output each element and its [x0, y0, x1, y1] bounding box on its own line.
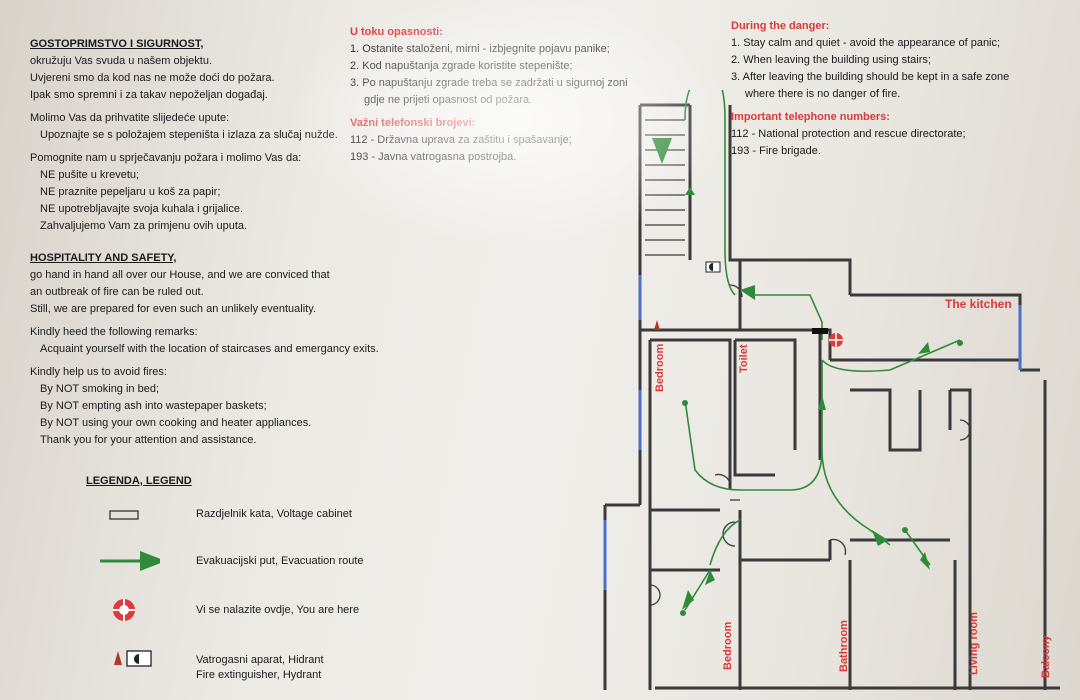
croatian-help-item-3: NE upotrebljavajte svoja kuhala i grijal… — [40, 203, 243, 215]
evacuation-routes — [684, 90, 961, 611]
english-intro-3: Still, we are prepared for even such an … — [30, 303, 316, 315]
plan-hydrant — [705, 261, 721, 273]
english-help-item-3: By NOT using your own cooking and heater… — [40, 417, 312, 429]
croatian-intro-1: okružuju Vas svuda u našem objektu. — [30, 55, 213, 67]
english-title: HOSPITALITY AND SAFETY, — [30, 252, 177, 264]
danger-hr-phone-1: 112 - Državna uprava za zaštitu i spašav… — [350, 134, 572, 146]
english-help-item-2: By NOT empting ash into wastepaper baske… — [40, 400, 267, 412]
danger-en-item-2: 2. When leaving the building using stair… — [731, 54, 931, 66]
croatian-intro-2: Uvjereni smo da kod nas ne može doći do … — [30, 72, 275, 84]
plan-walls — [603, 103, 1060, 690]
room-toilet: Toilet — [738, 344, 750, 373]
english-heed: Kindly heed the following remarks: — [30, 326, 198, 338]
danger-en-title: During the danger: — [731, 20, 830, 32]
room-bedroom-1: Bedroom — [654, 343, 666, 392]
room-bedroom-2: Bedroom — [722, 621, 734, 670]
croatian-accept-item: Upoznajte se s položajem stepeništa i iz… — [40, 129, 338, 141]
danger-hr-item-3: 3. Po napuštanju zgrade treba se zadržat… — [350, 77, 628, 89]
english-intro-2: an outbreak of fire can be ruled out. — [30, 286, 204, 298]
croatian-intro-3: Ipak smo spremni i za takav nepoželjan d… — [30, 89, 268, 101]
english-help-item-1: By NOT smoking in bed; — [40, 383, 160, 395]
legend-here: Vi se nalazite ovdje, You are here — [196, 604, 360, 616]
croatian-help: Pomognite nam u sprječavanju požara i mo… — [30, 152, 302, 164]
english-heed-item: Acquaint yourself with the location of s… — [40, 343, 379, 355]
danger-hr-item-4: gdje ne prijeti opasnost od požara. — [364, 94, 533, 106]
danger-hr-item-2: 2. Kod napuštanja zgrade koristite stepe… — [350, 60, 573, 72]
room-balcony: Balcony — [1040, 635, 1052, 678]
danger-en-phone-2: 193 - Fire brigade. — [731, 145, 821, 157]
danger-en-section: During the danger: 1. Stay calm and quie… — [731, 18, 1009, 160]
legend-route: Evakuacijski put, Evacuation route — [196, 555, 364, 567]
english-help: Kindly help us to avoid fires: — [30, 366, 167, 378]
danger-hr-phone-2: 193 - Javna vatrogasna postrojba. — [350, 151, 517, 163]
croatian-thanks: Zahvaljujemo Vam za primjenu ovih uputa. — [40, 220, 248, 232]
legend-title: LEGENDA, LEGEND — [86, 475, 192, 487]
plan-windows — [603, 275, 1022, 590]
english-help-item-4: Thank you for your attention and assista… — [40, 434, 257, 446]
danger-en-item-1: 1. Stay calm and quiet - avoid the appea… — [731, 37, 1001, 49]
croatian-accept: Molimo Vas da prihvatite slijedeće upute… — [30, 112, 230, 124]
room-living-room: Living room — [968, 612, 980, 675]
croatian-section: GOSTOPRIMSTVO I SIGURNOST, okružuju Vas … — [30, 36, 338, 235]
danger-hr-phones-title: Važni telefonski brojevi: — [350, 117, 476, 129]
danger-hr-title: U toku opasnosti: — [350, 26, 443, 38]
room-bathroom: Bathroom — [838, 620, 850, 672]
danger-hr-item-1: 1. Ostanite staloženi, mirni - izbjegnit… — [350, 43, 610, 55]
danger-en-item-3: 3. After leaving the building should be … — [731, 71, 1010, 83]
croatian-help-item-1: NE pušite u krevetu; — [40, 169, 140, 181]
danger-en-phone-1: 112 - National protection and rescue dir… — [731, 128, 966, 140]
croatian-help-item-2: NE praznite pepeljaru u koš za papir; — [40, 186, 221, 198]
english-intro-1: go hand in hand all over our House, and … — [30, 269, 330, 281]
floor-plan — [603, 90, 1060, 690]
danger-en-phones-title: Important telephone numbers: — [731, 111, 890, 123]
extinguisher-symbol — [114, 651, 122, 665]
plan-doors — [649, 284, 971, 606]
route-start-dots — [680, 340, 963, 616]
route-arrowhead — [140, 551, 160, 571]
room-kitchen: The kitchen — [945, 297, 1012, 311]
legend-extinguisher-2: Fire extinguisher, Hydrant — [196, 669, 322, 681]
plan-extinguisher — [654, 320, 660, 330]
english-section: HOSPITALITY AND SAFETY, go hand in hand … — [30, 250, 379, 449]
legend-extinguisher-1: Vatrogasni aparat, Hidrant — [196, 654, 324, 666]
danger-hr-section: U toku opasnosti: 1. Ostanite staloženi,… — [350, 24, 628, 166]
legend-voltage: Razdjelnik kata, Voltage cabinet — [196, 508, 352, 520]
danger-en-item-4: where there is no danger of fire. — [745, 88, 901, 100]
you-are-here-marker — [812, 328, 843, 347]
legend-symbols — [100, 510, 160, 667]
croatian-title: GOSTOPRIMSTVO I SIGURNOST, — [30, 38, 204, 50]
voltage-cabinet-symbol — [109, 510, 139, 520]
